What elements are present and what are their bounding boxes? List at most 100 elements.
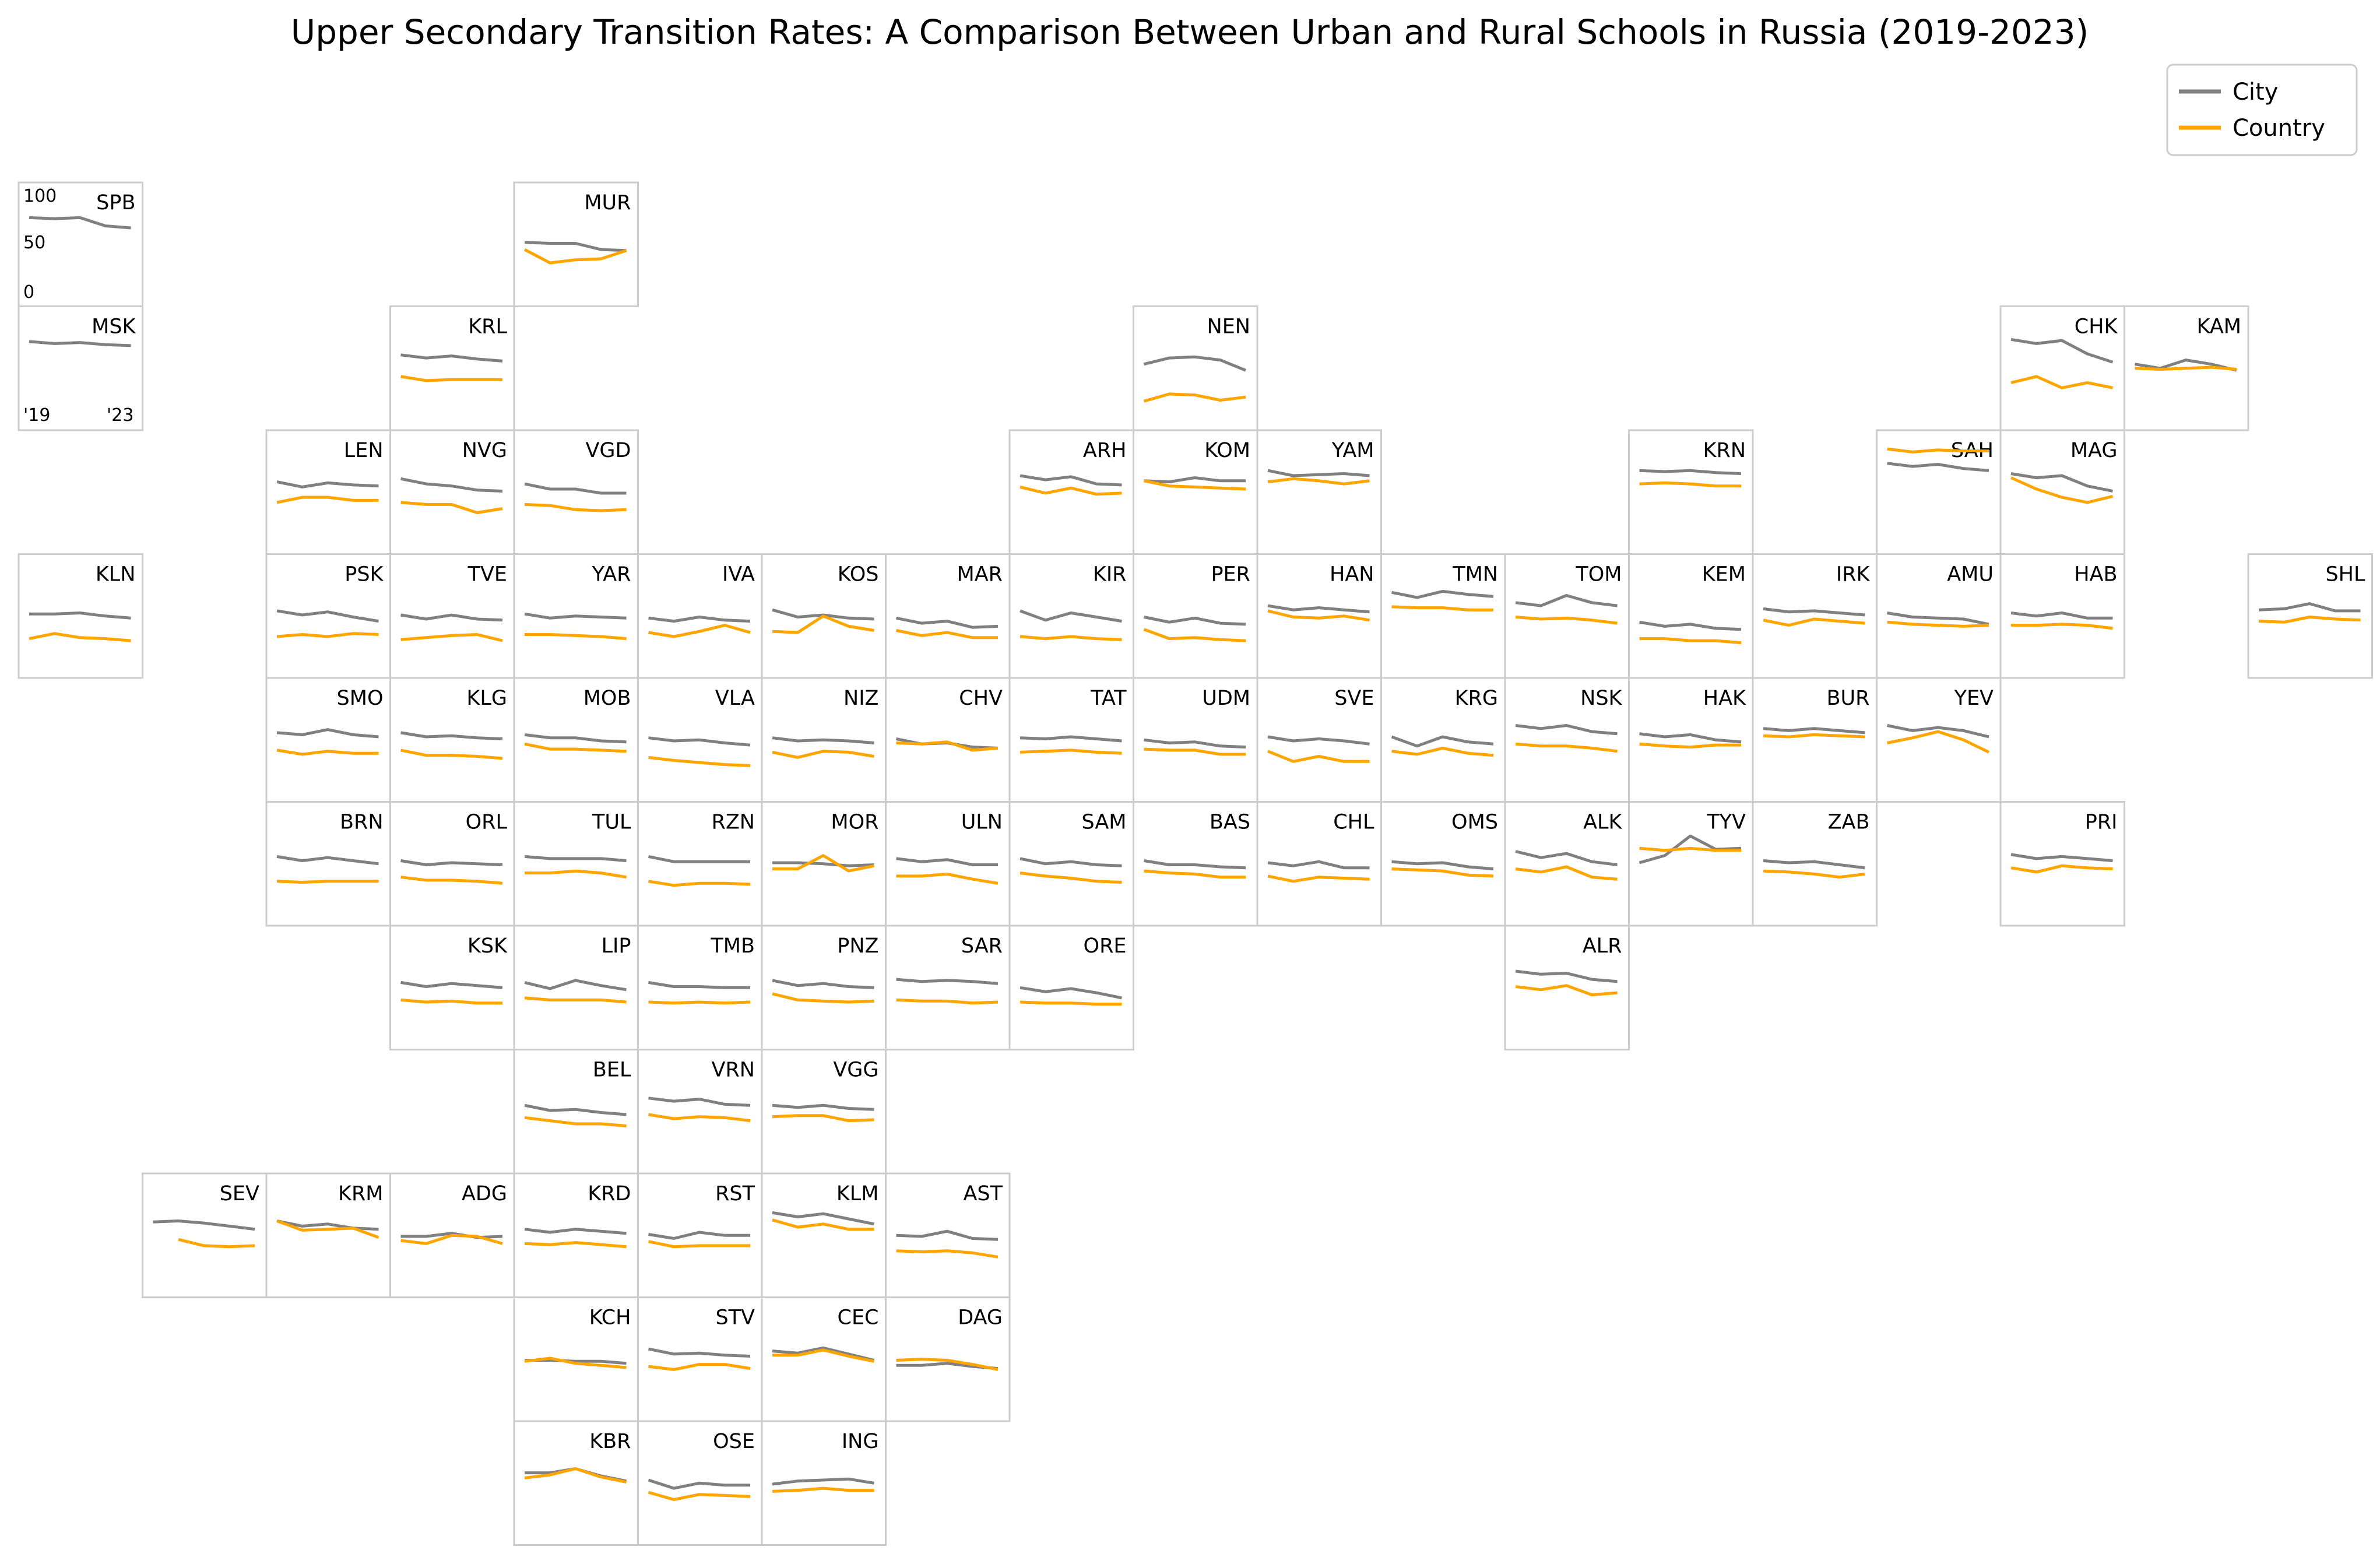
tile-label: MOR xyxy=(831,811,878,834)
country-line xyxy=(178,1238,255,1249)
country-line xyxy=(1267,477,1370,486)
city-line xyxy=(524,241,627,252)
country-line xyxy=(276,1219,379,1239)
city-line xyxy=(648,980,750,989)
city-line xyxy=(2010,611,2113,620)
city-line xyxy=(772,979,874,989)
region-tile-sev: SEV xyxy=(142,1172,268,1298)
tile-label: KRN xyxy=(1703,439,1746,462)
region-tile-vgg: VGG xyxy=(761,1049,887,1175)
city-line xyxy=(896,1229,999,1241)
country-line xyxy=(524,1116,627,1127)
region-tile-per: PER xyxy=(1133,553,1258,679)
country-line xyxy=(1267,750,1370,763)
city-line xyxy=(1763,607,1865,617)
country-line xyxy=(400,633,503,642)
tile-frame xyxy=(885,1172,1011,1298)
tile-label: YEV xyxy=(1954,687,1994,710)
tile-label: LEN xyxy=(344,439,384,462)
city-line xyxy=(2010,472,2113,493)
region-tile-alk: ALK xyxy=(1504,801,1630,927)
country-line xyxy=(523,248,627,265)
tile-label: SEV xyxy=(220,1182,259,1205)
tile-frame xyxy=(1628,429,1754,555)
country-line xyxy=(772,1348,874,1363)
x-guide-label-end: '23 xyxy=(107,405,133,426)
legend-city-label: City xyxy=(2233,79,2278,106)
country-line xyxy=(772,614,874,634)
city-line xyxy=(1763,859,1865,870)
city-line xyxy=(400,980,503,989)
country-line xyxy=(1267,609,1370,622)
tile-label: ING xyxy=(842,1430,879,1453)
city-line xyxy=(276,728,379,739)
tile-label: TMB xyxy=(710,934,755,958)
region-tile-vrn: VRN xyxy=(637,1049,763,1175)
region-tile-kom: KOM xyxy=(1133,429,1258,555)
tile-frame xyxy=(761,1172,887,1298)
region-tile-uln: ULN xyxy=(885,801,1011,927)
tile-frame xyxy=(389,305,515,431)
region-tile-bas: BAS xyxy=(1133,801,1258,927)
tile-label: ALK xyxy=(1583,811,1622,834)
tile-frame xyxy=(1999,429,2125,555)
city-line xyxy=(276,855,379,866)
city-line xyxy=(1391,860,1494,871)
region-tile-kch: KCH xyxy=(513,1296,639,1422)
tile-label: BAS xyxy=(1210,811,1250,834)
country-line xyxy=(1391,867,1494,878)
tile-frame xyxy=(1999,801,2125,927)
region-tile-rzn: RZN xyxy=(637,801,763,927)
country-line xyxy=(648,1113,751,1123)
region-tile-bel: BEL xyxy=(513,1049,639,1175)
tile-label: VGG xyxy=(833,1059,878,1082)
country-line xyxy=(524,1356,627,1369)
tile-label: BRN xyxy=(340,811,384,834)
city-line xyxy=(276,609,379,623)
tile-label: KIR xyxy=(1093,563,1127,586)
region-tile-udm: UDM xyxy=(1133,677,1258,803)
region-tile-klg: KLG xyxy=(389,677,515,803)
city-line xyxy=(400,1232,503,1239)
city-line xyxy=(1267,860,1370,870)
city-line xyxy=(1391,735,1494,748)
tile-frame xyxy=(142,1172,268,1298)
region-tile-kir: KIR xyxy=(1008,553,1134,679)
tile-label: BEL xyxy=(593,1059,631,1082)
city-line xyxy=(2135,359,2237,372)
city-line xyxy=(1020,609,1122,623)
city-line xyxy=(648,1231,750,1240)
region-tile-hab: HAB xyxy=(1999,553,2125,679)
country-line xyxy=(1887,447,1989,454)
country-line xyxy=(1391,605,1493,611)
tile-label: ADG xyxy=(462,1182,507,1205)
tile-frame xyxy=(265,553,391,679)
region-tile-alr: ALR xyxy=(1504,925,1630,1050)
city-line xyxy=(1886,724,1989,739)
city-line xyxy=(648,736,751,747)
region-tile-krm: KRM xyxy=(265,1172,391,1298)
country-line xyxy=(524,1467,627,1484)
city-line xyxy=(1267,735,1370,746)
legend-country-label: Country xyxy=(2233,115,2325,142)
tile-label: PER xyxy=(1211,563,1250,586)
country-line xyxy=(1020,871,1122,884)
country-line xyxy=(400,876,503,885)
tile-label: KLG xyxy=(466,687,507,710)
tile-label: KRG xyxy=(1455,687,1498,710)
region-tile-vgd: VGD xyxy=(513,429,639,555)
country-line xyxy=(896,1358,999,1371)
tile-label: RST xyxy=(715,1182,755,1205)
country-line xyxy=(772,1218,874,1231)
country-line xyxy=(276,748,379,756)
region-tile-brn: BRN xyxy=(265,801,391,927)
region-tile-pnz: PNZ xyxy=(761,925,887,1050)
region-tile-oms: OMS xyxy=(1380,801,1506,927)
country-line xyxy=(1639,481,1741,488)
region-tile-lip: LIP xyxy=(513,925,639,1050)
tile-frame xyxy=(761,553,887,679)
region-tile-yev: YEV xyxy=(1876,677,2002,803)
tile-label: TOM xyxy=(1575,563,1622,586)
